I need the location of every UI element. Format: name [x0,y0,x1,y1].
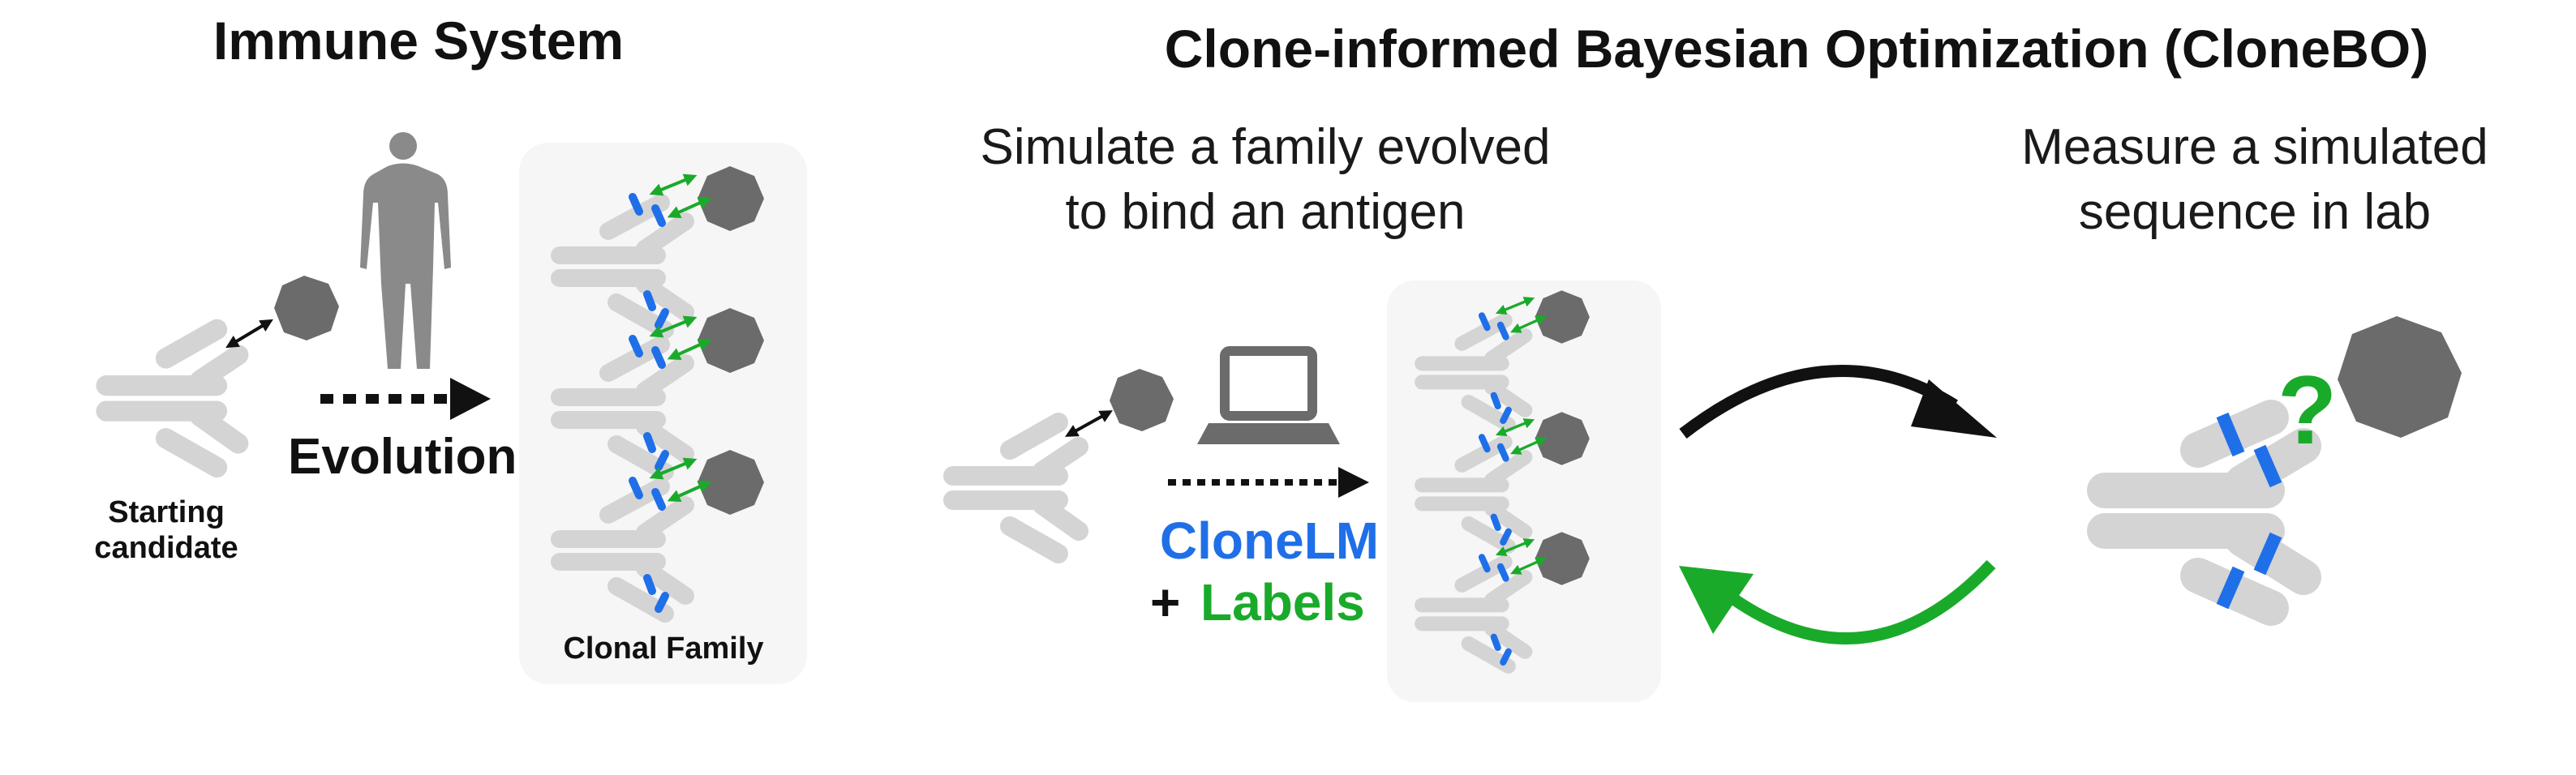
measured-antigen-icon [2338,316,2462,438]
clonelm-label: CloneLM [1159,512,1380,570]
immune-system-title: Immune System [213,11,625,71]
clonal-family-member-2 [551,308,764,481]
human-silhouette-icon [360,132,451,369]
antigen-icon [274,276,339,340]
simulate-line1: Simulate a family evolved [980,119,1551,175]
clonebo-binding-arrow [1065,410,1113,437]
family-antigen-icon [1535,290,1590,344]
clonebo-title: Clone-informed Bayesian Optimization (Cl… [1164,19,2429,79]
family-antigen-icon [698,166,764,231]
clonebo-starting-antibody [943,413,1088,563]
evolution-label: Evolution [288,429,517,485]
simulated-family-member-3 [1415,532,1590,674]
question-mark: ? [2278,356,2338,465]
laptop-icon [1197,346,1340,444]
starting-candidate-line2: candidate [94,531,238,565]
family-antigen-icon [1535,412,1590,465]
measure-line1: Measure a simulated [2021,119,2488,175]
family-antigen-icon [698,308,764,373]
propose-arrow [1679,365,1958,439]
starting-antibody [96,319,249,477]
update-arrow [1719,559,1996,644]
clonal-family-label: Clonal Family [563,632,764,666]
plus-label: + [1150,573,1181,632]
family-antigen-icon [698,450,764,515]
simulated-family-member-1 [1415,290,1590,432]
measure-line2: sequence in lab [2078,184,2432,240]
clonal-family-member-3 [551,450,764,623]
starting-candidate-line1: Starting [108,495,225,529]
labels-label: Labels [1200,573,1365,632]
family-antigen-icon [1535,532,1590,585]
measured-antibody [2087,400,2321,626]
binding-arrow [225,319,273,349]
simulate-line2: to bind an antigen [1065,184,1466,240]
clonebo-antigen-icon [1110,369,1174,431]
